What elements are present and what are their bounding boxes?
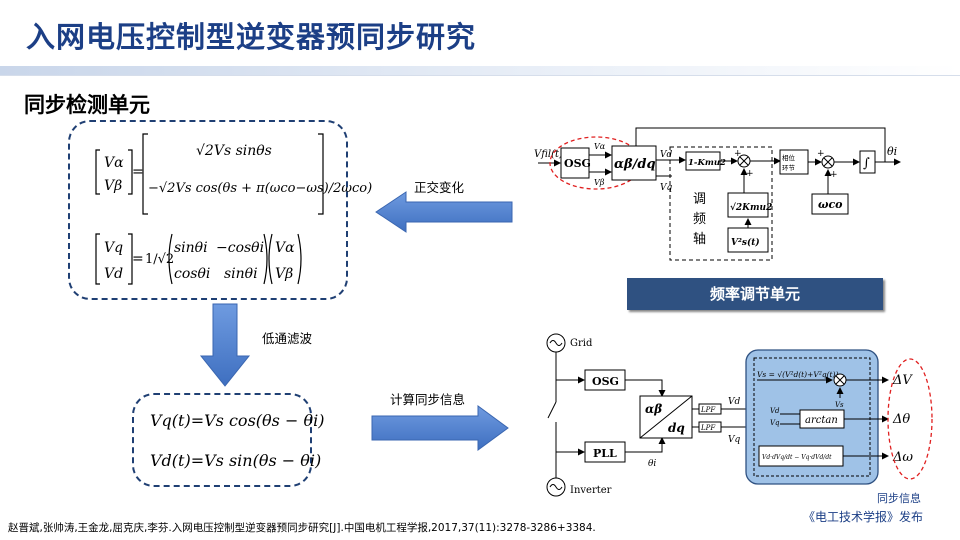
bd-park-top: αβ xyxy=(645,402,662,416)
bd-vd: Vd xyxy=(728,397,740,407)
eq3-vq: Vq(t)=Vs cos(θs − θi) xyxy=(150,411,324,430)
bd-park-bot: dq xyxy=(668,421,685,435)
eq2-m21: cosθi xyxy=(174,266,210,282)
td-gain: 1-Kmu2 xyxy=(688,158,726,168)
svg-text:=: = xyxy=(132,251,144,267)
td-park: αβ/dq xyxy=(614,157,656,172)
svg-text:相位: 相位 xyxy=(782,153,796,162)
bd-dw-eq: Vd·dVq/dt − Vq·dVd/dt xyxy=(762,454,832,461)
eq1-rhs-top: √2Vs sinθs xyxy=(196,143,272,159)
td-vq: Vq xyxy=(660,183,672,193)
eq3-vd: Vd(t)=Vs sin(θs − θi) xyxy=(150,451,321,470)
eq2-m12: −cosθi xyxy=(216,240,264,256)
svg-text:=: = xyxy=(132,164,144,180)
svg-text:+: + xyxy=(830,170,838,180)
bd-arctan: arctan xyxy=(805,415,838,426)
equation-box-transform xyxy=(68,120,348,300)
sync-diagram: Grid Inverter OSG PLL θi αβ dq LPF LPF V… xyxy=(546,333,933,497)
bd-vs: Vs xyxy=(835,401,844,409)
eq2-v1: Vα xyxy=(275,240,295,256)
bd-grid: Grid xyxy=(570,338,593,349)
bd-vd-in: Vd xyxy=(770,407,780,415)
td-vb: Vβ xyxy=(594,178,605,187)
td-osg: OSG xyxy=(564,157,591,170)
bd-lpf2: LPF xyxy=(700,424,716,432)
bd-pll: PLL xyxy=(593,447,617,460)
bd-vs-eq: Vs = √(V²d(t)+V²q(t)) xyxy=(757,370,838,379)
bd-lpf1: LPF xyxy=(700,406,716,414)
svg-text:轴: 轴 xyxy=(693,232,706,247)
td-sqrt: √2Kmu2 xyxy=(730,202,772,213)
arrow-lowpass xyxy=(199,303,251,387)
page-title: 入网电压控制型逆变器预同步研究 xyxy=(26,20,477,54)
eq2-lhs-top: Vq xyxy=(104,240,123,256)
bd-dV: ΔV xyxy=(892,373,913,388)
publisher-label: 《电工技术学报》发布 xyxy=(803,510,924,524)
bd-domega: Δω xyxy=(892,450,913,465)
td-vd: Vd xyxy=(660,150,672,160)
reference-citation: 赵晋斌,张帅涛,王金龙,屈克庆,李芬.入网电压控制型逆变器预同步研究[J].中国… xyxy=(8,522,596,534)
arrow-compute xyxy=(371,405,509,451)
frequency-unit-banner: 频率调节单元 xyxy=(627,278,883,310)
label-orthogonal: 正交变化 xyxy=(414,180,465,195)
bd-theta: θi xyxy=(648,459,656,469)
td-v2: V²s(t) xyxy=(731,237,760,248)
td-va: Vα xyxy=(594,142,606,151)
bd-inverter: Inverter xyxy=(570,485,612,496)
sync-info-label: 同步信息 xyxy=(877,492,921,505)
eq2-factor: 1/√2 xyxy=(145,252,174,267)
frequency-diagram: Vfil(t) OSG Vα Vβ αβ/dq Vd Vq 1-Kmu2 + +… xyxy=(534,127,901,261)
title-underline xyxy=(0,66,960,75)
td-wco: ωco xyxy=(818,198,843,211)
td-input: Vfil(t) xyxy=(534,149,563,160)
svg-text:+: + xyxy=(817,149,825,159)
title-divider xyxy=(0,75,960,76)
arrow-orthogonal xyxy=(375,191,513,233)
eq2-lhs-bot: Vd xyxy=(104,266,123,282)
eq1-rhs-bot: −√2Vs cos(θs + π(ωco−ωs)/2ωco) xyxy=(148,181,372,196)
bd-vq: Vq xyxy=(728,435,740,445)
eq2-v2: Vβ xyxy=(275,266,293,282)
eq1-lhs-bot: Vβ xyxy=(104,178,122,194)
svg-text:+: + xyxy=(734,149,742,159)
td-theta: θi xyxy=(887,145,897,158)
svg-text:+: + xyxy=(746,169,754,179)
svg-text:频: 频 xyxy=(693,212,706,227)
label-lowpass: 低通滤波 xyxy=(262,331,313,346)
equation-alpha-beta: Vα Vβ = √2Vs sinθs −√2Vs cos(θs + π(ωco−… xyxy=(95,133,372,215)
eq2-m22: sinθi xyxy=(224,266,258,282)
eq1-lhs-top: Vα xyxy=(104,155,124,171)
bd-dtheta: Δθ xyxy=(892,412,910,427)
equation-box-sync xyxy=(132,393,312,487)
section-title: 同步检测单元 xyxy=(24,93,150,117)
svg-text:环节: 环节 xyxy=(782,164,796,172)
label-compute: 计算同步信息 xyxy=(390,392,465,407)
bd-osg: OSG xyxy=(592,375,619,388)
svg-text:调: 调 xyxy=(693,192,706,207)
bd-vq-in: Vq xyxy=(770,419,780,427)
equation-q-d: Vq Vd = 1/√2 sinθi −cosθi cosθi sinθi Vα… xyxy=(95,233,302,285)
equation-sync: Vq(t)=Vs cos(θs − θi) Vd(t)=Vs sin(θs − … xyxy=(150,411,324,470)
td-integ: ∫ xyxy=(863,156,870,171)
eq2-m11: sinθi xyxy=(174,240,208,256)
